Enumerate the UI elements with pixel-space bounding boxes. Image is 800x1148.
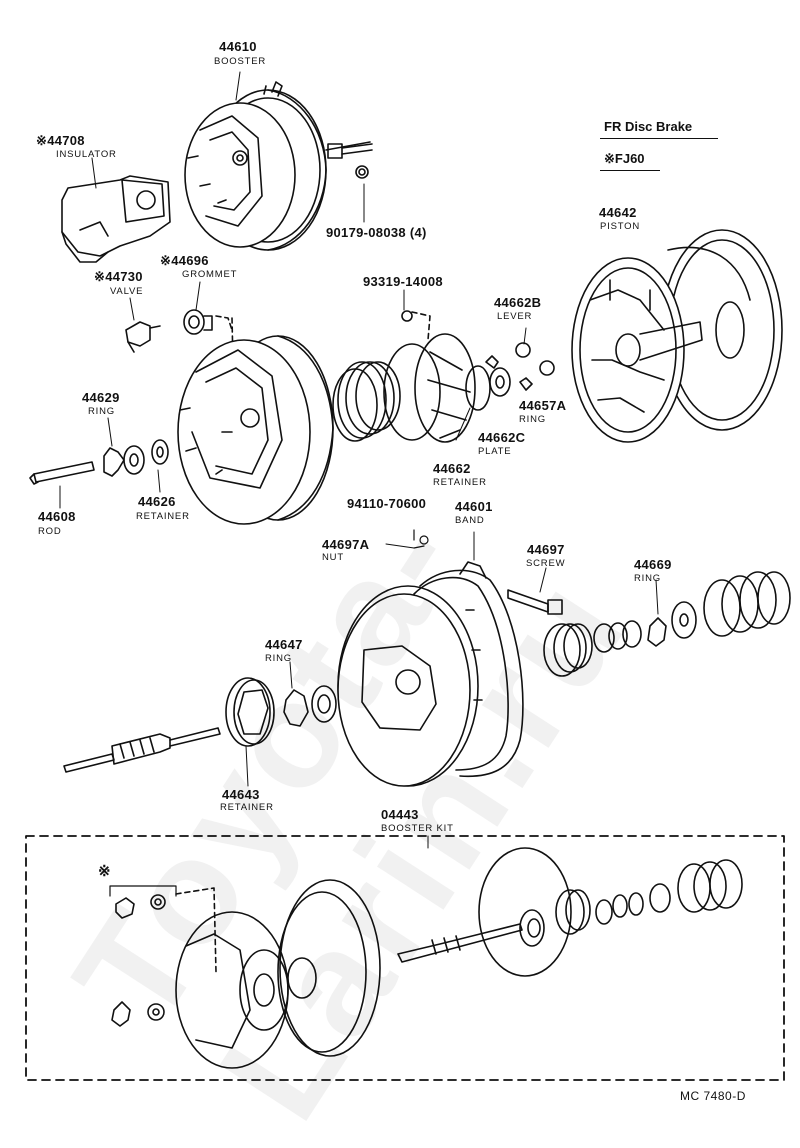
part-44662B-number: 44662B (494, 295, 542, 310)
part-44697A-name: NUT (322, 552, 344, 563)
part-44610-name: BOOSTER (213, 56, 267, 67)
pushrod-retainer-drawing (63, 677, 337, 773)
part-44647-name: RING (265, 653, 292, 664)
booster-kit-drawing (109, 847, 743, 1069)
part-44608-number: 44608 (38, 509, 76, 524)
part-44662B-name: LEVER (497, 311, 533, 322)
part-44657A-name: RING (519, 414, 546, 425)
header-disc-brake: FR Disc Brake (604, 119, 693, 134)
part-44697-name: SCREW (526, 558, 566, 569)
part-44730-name: VALVE (110, 286, 144, 297)
header-underline-2 (600, 170, 660, 171)
part-90179-number: 90179-08038 (4) (326, 225, 427, 240)
part-44697A-number: 44697A (322, 537, 370, 552)
part-44601-name: BAND (455, 515, 485, 526)
part-44657A-number: 44657A (519, 398, 567, 413)
part-44708-name: INSULATOR (56, 149, 117, 160)
booster-kit-frame (25, 835, 785, 1081)
part-44662C-number: 44662C (478, 430, 526, 445)
part-44643-number: 44643 (222, 787, 260, 802)
part-44642-name: PISTON (600, 221, 640, 232)
part-94110-number: 94110-70600 (347, 496, 427, 511)
part-44643-name: RETAINER (220, 802, 274, 813)
header-underline-1 (600, 138, 718, 139)
rod-ring-retainer-drawing (29, 439, 169, 485)
part-04443-name: BOOSTER KIT (381, 823, 454, 834)
part-44662-number: 44662 (433, 461, 471, 476)
band-shell-drawing (337, 561, 524, 787)
part-44601-number: 44601 (455, 499, 493, 514)
header-model: ※FJ60 (604, 151, 645, 166)
kit-optional-mark: ※ (98, 863, 111, 880)
part-44629-number: 44629 (82, 390, 120, 405)
part-04443-number: 04443 (381, 807, 419, 822)
piston-drawing (571, 229, 783, 443)
part-44708-number: ※44708 (36, 133, 85, 148)
part-44626-name: RETAINER (136, 511, 190, 522)
insulator-drawing (61, 175, 171, 263)
part-44647-number: 44647 (265, 637, 303, 652)
part-44642-number: 44642 (599, 205, 637, 220)
screw-ring-stack-drawing (507, 571, 791, 677)
part-44662C-name: PLATE (478, 446, 512, 457)
booster-middle-drawing (177, 335, 334, 525)
part-44610-number: 44610 (219, 39, 257, 54)
part-44662-name: RETAINER (433, 477, 487, 488)
part-44669-name: RING (634, 573, 661, 584)
part-44626-number: 44626 (138, 494, 176, 509)
booster-top-drawing (184, 81, 373, 251)
part-44697-number: 44697 (527, 542, 565, 557)
diagram-code: MC 7480-D (680, 1089, 746, 1103)
part-44669-number: 44669 (634, 557, 672, 572)
part-44696-number: ※44696 (160, 253, 209, 268)
part-44730-number: ※44730 (94, 269, 143, 284)
diaphragm-stack-drawing (332, 310, 555, 443)
part-93319-number: 93319-14008 (363, 274, 443, 289)
part-44696-name: GROMMET (182, 269, 238, 280)
part-44608-name: ROD (38, 526, 62, 537)
part-44629-name: RING (88, 406, 115, 417)
